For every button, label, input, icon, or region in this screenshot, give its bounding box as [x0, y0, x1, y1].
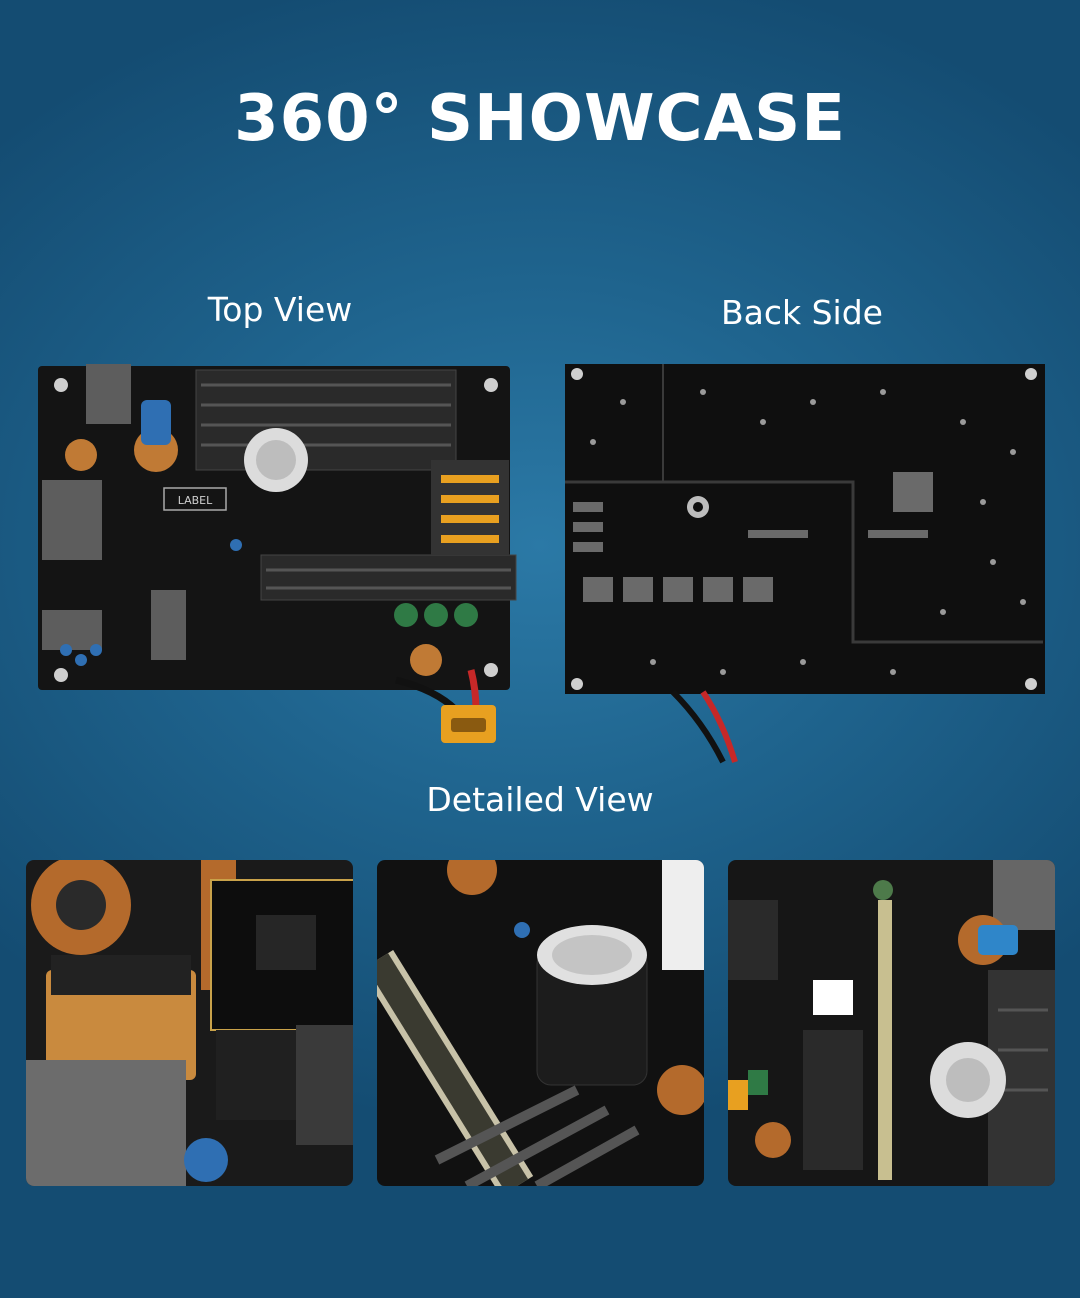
label-top-view: Top View [207, 290, 353, 329]
back-side-board-image [563, 362, 1046, 768]
detail-image-3 [728, 860, 1055, 1186]
board-label-marking: LABEL [178, 494, 213, 507]
label-back-side: Back Side [721, 293, 883, 332]
label-detailed-view: Detailed View [426, 780, 654, 819]
page-title: 360° SHOWCASE [234, 82, 846, 156]
detail-image-2 [377, 860, 704, 1186]
detail-image-1 [26, 860, 353, 1186]
top-view-board-image: LABEL [36, 360, 520, 770]
